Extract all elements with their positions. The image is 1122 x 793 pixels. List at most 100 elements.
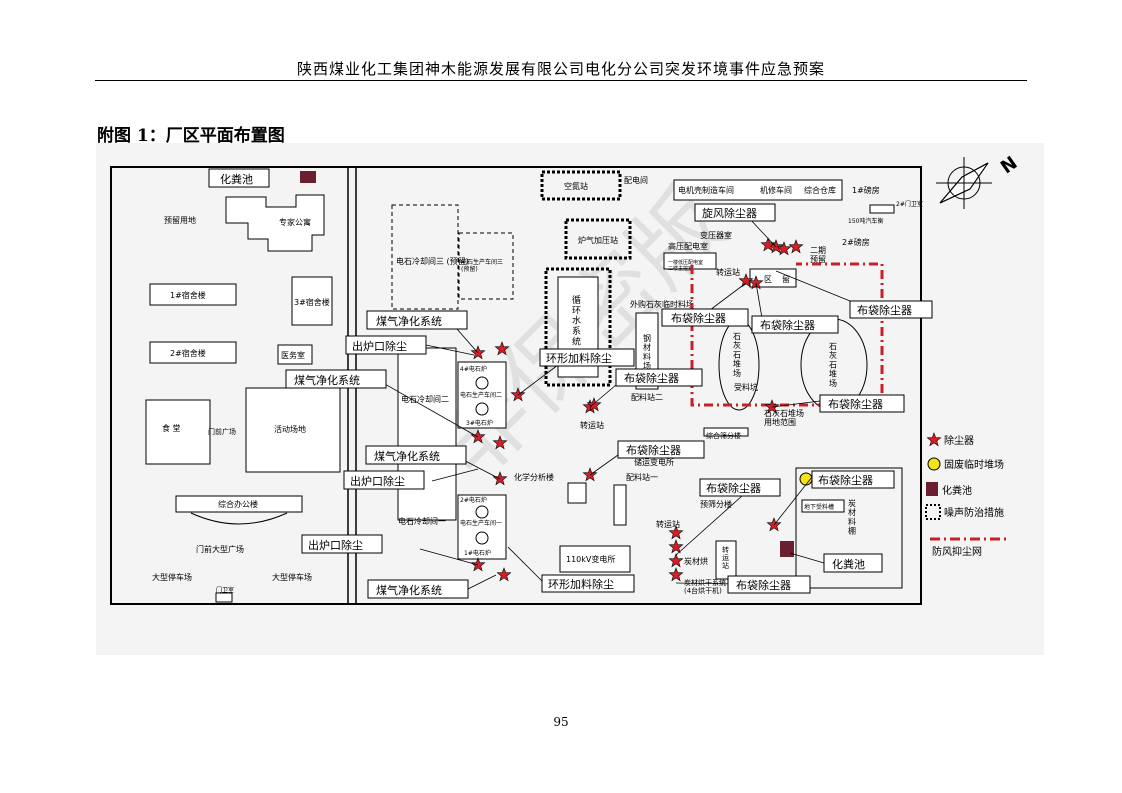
truck-scale <box>869 204 895 214</box>
figure-title: 附图 1：厂区平面布置图 <box>97 126 285 146</box>
dust-star-icon <box>776 241 792 256</box>
dust-star-icon <box>766 517 782 532</box>
label-repair-shop: 机修车间 <box>760 185 792 195</box>
leader-outlet3 <box>419 548 479 566</box>
legend-star-icon <box>926 432 942 447</box>
dust-star-icon <box>582 467 598 482</box>
plant-zone: 空氮站 配电间 电机壳制造车间 机修车间 综合仓库 1#磅房 150吨汽车衡 2… <box>391 170 923 595</box>
label-underground: 地下受料槽 <box>804 503 834 511</box>
label-airstation: 空氮站 <box>564 181 588 191</box>
label-batch1: 配料站一 <box>626 472 658 482</box>
label-limestone2: 石灰石堆场 <box>829 342 837 388</box>
legend-septic-icon <box>926 482 938 496</box>
prod3-reserved <box>458 232 514 300</box>
label-reserved: 预留用地 <box>164 215 196 225</box>
leader-bag8 <box>773 476 813 526</box>
callout-gas2-box <box>285 369 387 389</box>
page-header: 陕西煤业化工集团神木能源发展有限公司电化分公司突发环境事件应急预案 <box>296 60 825 78</box>
label-hv-room: 高压配电室 <box>668 241 708 251</box>
dust-star-icon <box>470 429 486 444</box>
dust-star-icon <box>492 435 508 450</box>
callout-septic-top-box <box>208 168 270 188</box>
label-clinic: 医务室 <box>281 350 305 360</box>
label-gas-boost: 炉气加压站 <box>578 235 618 245</box>
septic-tank-bottom <box>780 541 794 557</box>
leader-bag1 <box>705 282 747 314</box>
prod2-building <box>457 361 507 429</box>
label-motor-shop: 电机壳制造车间 <box>678 185 734 195</box>
dust-star-icon <box>668 567 684 582</box>
callout-gas1: 煤气净化系统 <box>376 314 442 328</box>
leader-bag2 <box>775 270 851 302</box>
label-guard: 门卫室 <box>216 586 234 594</box>
label-batch2: 配料站二 <box>631 392 663 402</box>
label-sub110: 110kV变电所 <box>566 554 615 564</box>
legend-septic: 化粪池 <box>942 484 972 497</box>
callout-bag1-box <box>661 308 749 327</box>
zone-box <box>749 268 797 288</box>
leader-septic2 <box>789 552 825 564</box>
dust-star-icon <box>764 399 780 414</box>
label-zone2: 留 <box>782 274 790 284</box>
label-material-shed: 钢材料场 <box>643 333 651 371</box>
label-chem-lab: 化学分析楼 <box>514 472 554 482</box>
guard-house <box>215 592 233 603</box>
furnace3-ring <box>475 402 489 416</box>
chem-lab-building <box>567 482 587 504</box>
callout-bag5: 布袋除尘器 <box>626 443 681 457</box>
label-prod3: 电石生产车间三(预留) <box>461 258 503 273</box>
label-furnace3: 3#电石炉 <box>466 419 493 427</box>
callout-bag6-box <box>615 368 703 387</box>
callout-bag4: 布袋除尘器 <box>828 397 883 411</box>
cool2-building <box>397 347 457 521</box>
screen-building <box>703 427 749 437</box>
water-system-box <box>544 267 612 387</box>
callout-bag9-box <box>727 575 811 594</box>
label-dryer: 炭材烘干系统(4台烘干机) <box>684 578 726 595</box>
legend-noise: 噪声防治措施 <box>944 506 1004 519</box>
label-outsource: 外购石灰临时料场 <box>630 299 694 309</box>
gas-boost-noise-box <box>564 218 632 260</box>
label-distribution: 配电间 <box>624 175 648 185</box>
callout-outlet1: 出炉口除尘 <box>352 339 407 353</box>
header-rule <box>95 80 1027 81</box>
compass-icon <box>936 157 992 209</box>
dust-star-icon <box>748 275 764 290</box>
callout-boxes: 化粪池 旋风除尘器 煤气净化系统 出炉口除尘 煤气净化系统 环形加料除尘 布袋除… <box>208 168 933 599</box>
label-limestone1: 石灰石堆场 <box>733 332 741 378</box>
callout-ring1: 环形加料除尘 <box>546 351 612 365</box>
label-parking1: 大型停车场 <box>152 572 192 582</box>
label-receiving: 受料坑 <box>734 382 758 392</box>
legend-waste: 固废临时堆场 <box>944 458 1004 471</box>
callout-ring2-box <box>541 574 635 593</box>
label-dorm3: 3#宿舍楼 <box>294 297 330 307</box>
dust-star-icon <box>668 525 684 540</box>
dust-star-icon <box>788 239 804 254</box>
callout-outlet1-box <box>345 335 427 355</box>
expert-apartment-building <box>225 194 325 252</box>
callout-gas4: 煤气净化系统 <box>376 583 442 597</box>
label-limestone-area: 石灰石堆场用地范围 <box>764 408 804 427</box>
legend-dust: 除尘器 <box>944 434 974 447</box>
callout-bag3-box <box>751 315 839 334</box>
leader-outlet1 <box>425 344 475 356</box>
callout-bag8-box <box>811 470 895 489</box>
label-preheat: 预筛分楼 <box>700 499 732 509</box>
callout-gas3-box <box>365 445 467 465</box>
callout-bag8: 布袋除尘器 <box>818 473 873 487</box>
callout-septic-bottom: 化粪池 <box>832 557 865 571</box>
clinic-building <box>277 344 313 365</box>
callout-bag9: 布袋除尘器 <box>736 578 791 592</box>
canteen-building <box>145 399 211 465</box>
dust-star-icon <box>510 387 526 402</box>
callout-cyclone-box <box>694 203 776 222</box>
callout-gas2: 煤气净化系统 <box>294 373 360 387</box>
dust-star-icon <box>760 237 776 252</box>
label-coke-shed: 炭材料棚 <box>848 499 856 536</box>
workshop-row <box>673 179 843 201</box>
legend-noise-icon <box>925 504 941 520</box>
callout-bag6: 布袋除尘器 <box>624 371 679 385</box>
label-dorm2: 2#宿舍楼 <box>170 348 206 358</box>
office-front-arc <box>190 512 288 525</box>
callout-septic-bottom-box <box>823 553 883 573</box>
